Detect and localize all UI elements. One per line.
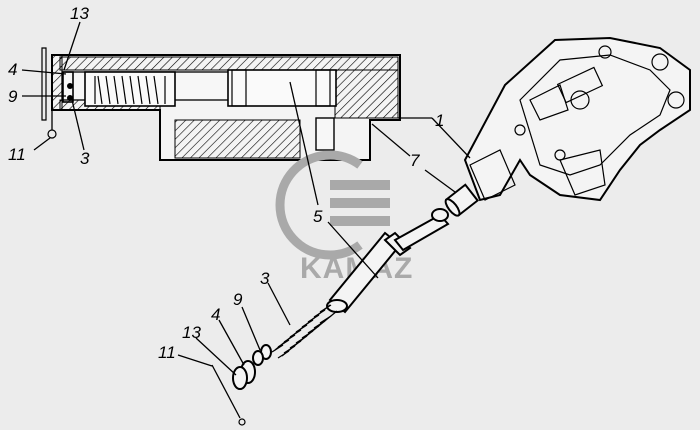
exploded-parts <box>211 183 480 426</box>
callout-exploded-9: 9 <box>233 290 243 309</box>
part-9-washer <box>252 344 272 366</box>
callout-top-9: 9 <box>8 87 18 106</box>
leader-lines <box>21 21 471 376</box>
part-7-sleeve <box>444 183 480 217</box>
part-4-plug <box>232 360 256 390</box>
callout-top-13: 13 <box>70 4 89 23</box>
callout-exploded-13: 13 <box>182 323 201 342</box>
callout-exploded-11: 11 <box>158 343 176 362</box>
inner-spring <box>97 75 159 105</box>
valve-housing-section <box>41 47 401 161</box>
kamaz-watermark: KAMAZ <box>275 150 412 285</box>
part-11-pin <box>211 364 246 426</box>
callout-labels: 13 4 9 11 3 1 7 5 3 9 4 13 11 <box>8 4 444 362</box>
callout-exploded-4: 4 <box>211 305 220 324</box>
callout-top-4: 4 <box>8 60 17 79</box>
callout-main-7: 7 <box>410 151 420 170</box>
pump-housing <box>463 36 691 202</box>
callout-exploded-3: 3 <box>260 269 270 288</box>
part-3-spring <box>271 304 338 359</box>
part-5-valve-stem <box>326 208 450 314</box>
callout-main-1: 1 <box>435 111 444 130</box>
retaining-pin-installed <box>47 65 57 139</box>
callout-top-11: 11 <box>8 145 26 164</box>
callout-main-5: 5 <box>313 207 323 226</box>
callout-top-3: 3 <box>80 149 90 168</box>
